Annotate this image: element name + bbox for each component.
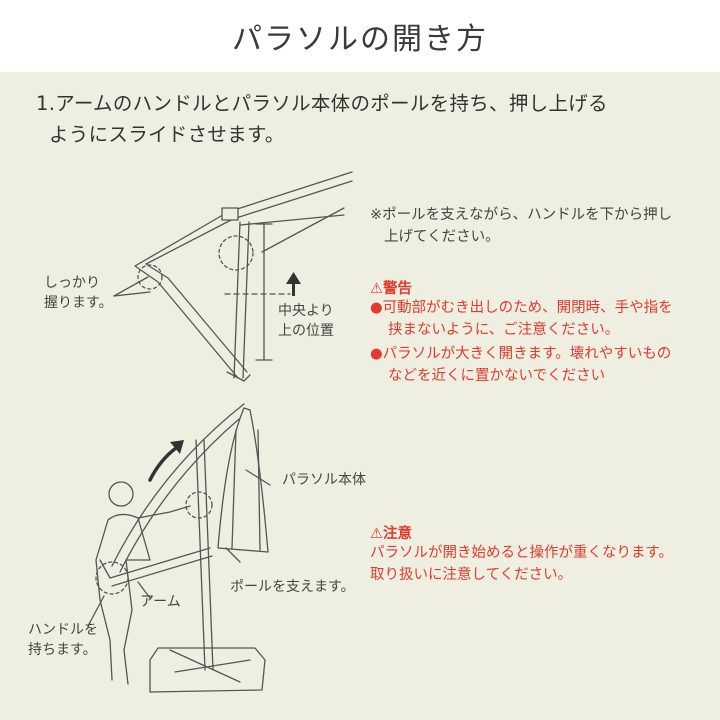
caution-text: パラソルが開き始めると操作が重くなります。 取り扱いに注意してください。 (370, 542, 700, 586)
lower-person-diagram (87, 403, 271, 693)
caution-line-2: 取り扱いに注意してください。 (370, 567, 573, 583)
parasol-illustration (87, 171, 353, 693)
warning-item-1-line-2: 挟まないように、ご注意ください。 (388, 322, 620, 338)
caution-line-1: パラソルが開き始めると操作が重くなります。 (370, 545, 674, 561)
warning-title: ⚠警告 (370, 281, 412, 297)
instruction-panel: 1.アームのハンドルとパラソル本体のポールを持ち、押し上げる ようにスライドさせ… (0, 72, 720, 720)
warning-item-1-line-1: ●可動部がむき出しのため、開閉時、手や指を (370, 300, 673, 316)
page-title: パラソルの開き方 (232, 22, 488, 57)
center-position-label: 中央より 上の位置 (278, 301, 334, 341)
note-line-2: 上げてください。 (384, 229, 500, 245)
note-line-1: ※ポールを支えながら、ハンドルを下から押し (370, 207, 673, 223)
support-note: ※ポールを支えながら、ハンドルを下から押し 上げてください。 (370, 204, 700, 248)
upper-arm-diagram (113, 171, 353, 382)
parasol-body-label: パラソル本体 (282, 472, 366, 488)
handle-label-line-2: 持ちます。 (28, 642, 97, 658)
handle-label-line-1: ハンドルを (28, 622, 98, 638)
center-label-line-1: 中央より (278, 303, 334, 319)
arm-label: アーム (140, 594, 181, 610)
warning-item-2-line-1: ●パラソルが大きく開きます。壊れやすいもの (370, 346, 672, 362)
grip-label-line-1: しっかり (44, 275, 100, 291)
support-pole-label: ポールを支えます。 (230, 579, 355, 595)
warning-item-2-line-2: などを近くに置かないでください (388, 368, 606, 384)
caution-title: ⚠注意 (370, 526, 412, 542)
grip-label: しっかり 握ります。 (44, 273, 113, 313)
up-arrow-icon (286, 272, 301, 296)
page-header: パラソルの開き方 (0, 0, 720, 72)
handle-label: ハンドルを 持ちます。 (28, 620, 98, 660)
warning-item-2: ●パラソルが大きく開きます。壊れやすいもの などを近くに置かないでください (370, 343, 700, 387)
step-1-text: 1.アームのハンドルとパラソル本体のポールを持ち、押し上げる ようにスライドさせ… (36, 88, 696, 150)
center-label-line-2: 上の位置 (278, 323, 334, 339)
warning-item-1: ●可動部がむき出しのため、開閉時、手や指を 挟まないように、ご注意ください。 (370, 297, 700, 341)
step-1-line-2: ようにスライドさせます。 (49, 123, 285, 146)
step-1-line-1: 1.アームのハンドルとパラソル本体のポールを持ち、押し上げる (36, 92, 608, 115)
grip-label-line-2: 握ります。 (44, 295, 113, 311)
